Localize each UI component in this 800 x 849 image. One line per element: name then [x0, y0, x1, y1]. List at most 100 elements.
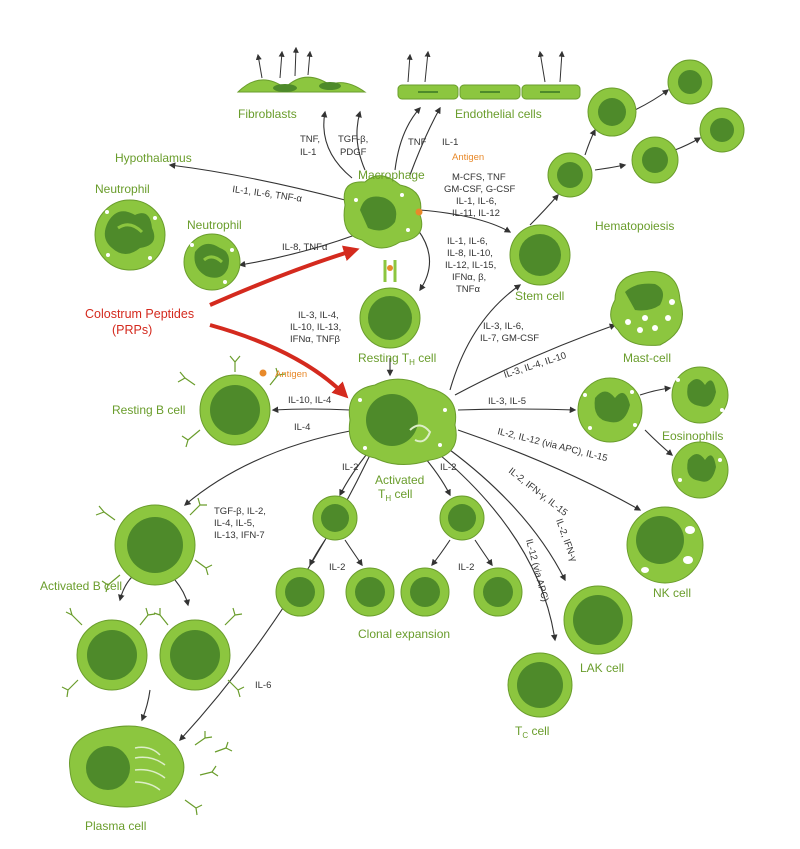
arrow-to-endothelial-2 — [409, 106, 441, 176]
arrow-hema-4 — [674, 137, 702, 151]
cyto-th-4: IFNα, β, — [452, 272, 486, 283]
label-antigen-b: Antigen — [275, 369, 307, 380]
cyto-restb: IL-10, IL-4 — [288, 395, 331, 406]
prp-arrow-to-macrophage — [209, 245, 360, 307]
cyto-il4: IL-4 — [294, 422, 310, 433]
activated-b-cell — [95, 497, 213, 593]
cyto-th-1: IL-1, IL-6, — [447, 236, 488, 247]
cyto-endo-tnf: TNF — [408, 137, 427, 148]
macrophage-cell — [343, 175, 423, 249]
label-antigen-top: Antigen — [452, 152, 484, 163]
arrow-eos-2 — [644, 429, 674, 456]
label-nk-cell: NK cell — [653, 586, 691, 600]
cyto-il6: IL-6 — [255, 680, 271, 691]
arrow-hema-3 — [634, 89, 670, 111]
fibroblasts-cells — [236, 46, 367, 93]
cyto-pdgf-1: TGF-β, — [338, 134, 368, 145]
activated-th-cell — [348, 378, 457, 465]
b-cell-pair — [61, 607, 245, 698]
neutrophil-left-cell — [94, 199, 166, 271]
cyto-th-5: TNFα — [456, 284, 480, 295]
arrow-eos-1 — [639, 385, 672, 396]
arrow-hema-1 — [584, 128, 596, 156]
cyto-pdgf-2: PDGF — [340, 147, 367, 158]
arrow-hema-2 — [594, 162, 627, 171]
label-neutrophil-mid: Neutrophil — [187, 218, 242, 232]
arrow-to-resting-b — [271, 406, 351, 414]
label-tc-cell: TC cell — [515, 724, 549, 740]
label-activated-th: Activated — [375, 473, 424, 487]
resting-th-cell — [359, 260, 421, 349]
label-neutrophil-left: Neutrophil — [95, 182, 150, 196]
neutrophil-mid-cell — [183, 233, 241, 291]
label-stem-cell: Stem cell — [515, 289, 564, 303]
cyto-prp-2: IL-10, IL-13, — [290, 322, 341, 333]
arrow-to-resting-th — [417, 229, 431, 292]
arrow-to-nk — [457, 429, 642, 511]
label-clonal-expansion: Clonal expansion — [358, 627, 450, 641]
label-plasma-cell: Plasma cell — [85, 819, 146, 833]
arrow-to-neutrophil — [238, 234, 356, 268]
cyto-fib-1: TNF, — [300, 134, 320, 145]
endothelial-cells — [397, 50, 581, 100]
cyto-tc-1: IL-2, IFN-γ — [553, 517, 579, 563]
arrow-activated-to-stem — [449, 284, 522, 391]
cyto-prp-1: IL-3, IL-4, — [298, 310, 339, 321]
label-endothelial: Endothelial cells — [455, 107, 542, 121]
label-hematopoiesis: Hematopoiesis — [595, 219, 674, 233]
cyto-actb-1: TGF-β, IL-2, — [214, 506, 266, 517]
eosinophils-cells — [577, 366, 729, 499]
arrow-to-hypothalamus — [168, 162, 346, 201]
cyto-stem-up-1: IL-3, IL-6, — [483, 321, 524, 332]
plasma-cell — [69, 725, 233, 816]
arrow-clone-l2 — [344, 539, 363, 567]
cyto-endo-il1: IL-1 — [442, 137, 458, 148]
label-mast-cell: Mast-cell — [623, 351, 671, 365]
cyto-actb-2: IL-4, IL-5, — [214, 518, 255, 529]
arrow-clone-r2 — [474, 539, 493, 567]
label-eosinophils: Eosinophils — [662, 429, 723, 443]
cyto-mast: IL-3, IL-4, IL-10 — [503, 350, 568, 381]
label-prp-line1: Colostrum Peptides — [85, 307, 194, 321]
cyto-stem-1: M-CFS, TNF — [452, 172, 506, 183]
cyto-stem-up-2: IL-7, GM-CSF — [480, 333, 539, 344]
arrow-to-fibroblasts — [320, 110, 353, 179]
arrow-to-lak — [449, 449, 566, 582]
stem-cell — [509, 224, 571, 286]
prp-arrows — [209, 245, 360, 399]
cyto-actb-3: IL-13, IFN-7 — [214, 530, 265, 541]
label-hypothalamus: Hypothalamus — [115, 151, 192, 165]
cell-labels: Fibroblasts Endothelial cells Hypothalam… — [40, 107, 723, 833]
cyto-il2-d: IL-2 — [458, 562, 474, 573]
label-activated-b: Activated B cell — [40, 579, 122, 593]
cyto-eos: IL-3, IL-5 — [488, 396, 526, 407]
cyto-il2-c: IL-2 — [329, 562, 345, 573]
label-prp-line2: (PRPs) — [112, 323, 152, 337]
arrow-to-activated-b — [183, 429, 356, 506]
cyto-stem-2: GM-CSF, G-CSF — [444, 184, 515, 195]
tc-cell — [507, 652, 573, 718]
label-resting-b: Resting B cell — [112, 403, 185, 417]
arrow-to-mast — [454, 323, 617, 396]
cyto-il2-a: IL-2 — [342, 462, 358, 473]
arrow-stem-to-hema — [529, 194, 559, 226]
cyto-lak: IL-2, IFN-γ, IL-15 — [506, 466, 569, 519]
arrow-to-fibroblasts-2 — [355, 110, 366, 171]
cyto-th-2: IL-8, IL-10, — [447, 248, 493, 259]
label-lak-cell: LAK cell — [580, 661, 624, 675]
lak-cell — [563, 585, 633, 655]
label-macrophage: Macrophage — [358, 168, 425, 182]
arrow-to-endothelial — [394, 107, 421, 171]
hematopoiesis-cells — [547, 59, 745, 198]
cyto-il2-b: IL-2 — [440, 462, 456, 473]
arrow-clone-r1 — [431, 539, 451, 567]
nk-cell — [626, 506, 704, 584]
cyto-th-3: IL-12, IL-15, — [445, 260, 496, 271]
mast-cell — [610, 271, 683, 346]
prp-arrow-to-activated-th — [209, 323, 349, 399]
arrow-actb-2 — [174, 579, 191, 607]
arrow-to-eosinophils — [457, 406, 577, 414]
arrow-to-plasma — [140, 689, 151, 722]
